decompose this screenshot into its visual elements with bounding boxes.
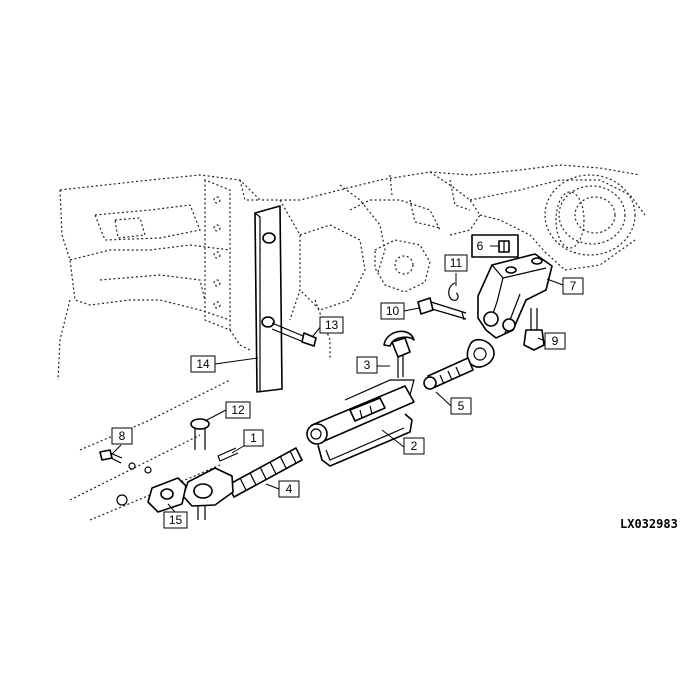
svg-text:7: 7: [570, 279, 577, 293]
svg-text:3: 3: [364, 358, 371, 372]
part-1-pin: [217, 447, 239, 462]
svg-text:10: 10: [386, 304, 400, 318]
callout-14: 14: [190, 355, 216, 373]
svg-text:14: 14: [196, 357, 210, 371]
svg-text:13: 13: [325, 318, 339, 332]
svg-text:1: 1: [250, 431, 257, 445]
callout-15: 15: [163, 511, 188, 529]
callout-8: 8: [111, 427, 133, 445]
callout-7: 7: [562, 277, 584, 295]
part-8-bolt: [99, 449, 152, 474]
callout-12: 12: [225, 401, 251, 419]
part-14-plate: [254, 205, 283, 393]
part-15-yoke: [116, 467, 234, 520]
svg-text:2: 2: [411, 439, 418, 453]
part-12-pin: [190, 418, 210, 450]
part-9-bolt: [523, 308, 545, 351]
callout-11: 11: [444, 254, 468, 272]
callout-4: 4: [278, 480, 300, 498]
reference-code: LX032983: [620, 517, 678, 531]
svg-text:5: 5: [458, 399, 465, 413]
svg-text:9: 9: [552, 334, 559, 348]
svg-text:6: 6: [477, 239, 484, 253]
part-3-clip: [383, 330, 415, 378]
part-5-rod-end: [423, 338, 495, 390]
callout-3: 3: [356, 356, 378, 374]
callout-6: 6: [477, 239, 484, 253]
svg-text:8: 8: [119, 429, 126, 443]
part-13-bolt: [271, 322, 317, 347]
callout-2: 2: [403, 437, 425, 455]
part-2-tube: [306, 379, 415, 467]
svg-text:4: 4: [286, 482, 293, 496]
svg-text:11: 11: [450, 256, 463, 270]
svg-text:15: 15: [169, 513, 183, 527]
callout-10: 10: [380, 302, 405, 320]
part-7-bracket: [477, 253, 553, 339]
callout-13: 13: [319, 316, 344, 334]
callout-5: 5: [450, 397, 472, 415]
part-11-clip: [448, 282, 459, 301]
callout-1: 1: [243, 429, 264, 447]
svg-text:12: 12: [231, 403, 245, 417]
part-10-bolt: [417, 297, 467, 321]
callout-9: 9: [544, 332, 566, 350]
